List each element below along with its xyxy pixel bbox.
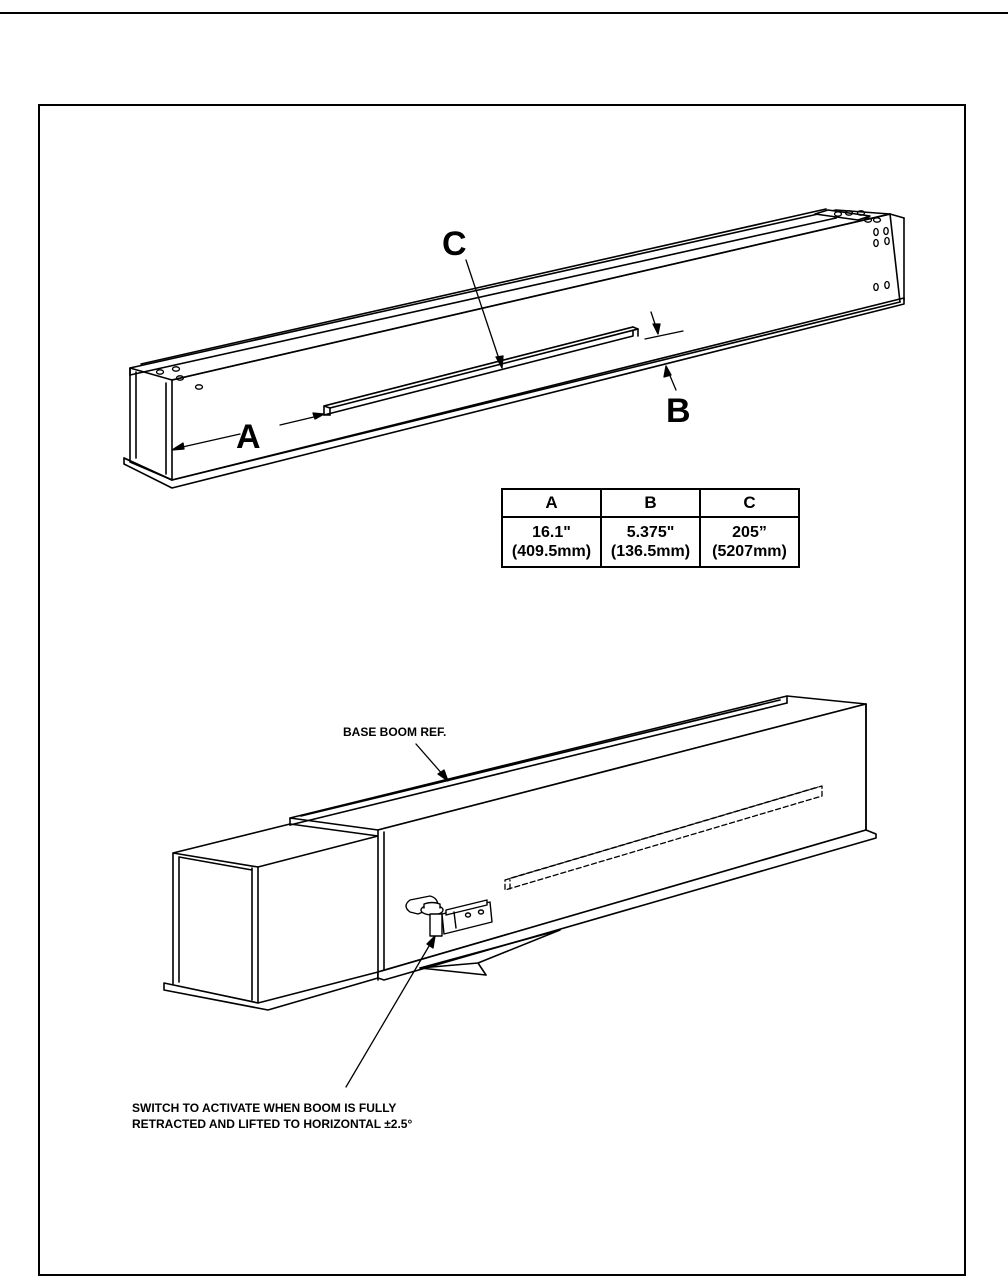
bottom-boom-figure <box>163 695 877 1088</box>
base-boom-ref-callout: BASE BOOM REF. <box>343 725 447 739</box>
inner-boom-section <box>163 823 379 1011</box>
dimension-a-leaders <box>171 412 325 451</box>
dimension-value-b: 5.375" <box>626 524 675 541</box>
dimension-b-leaders <box>644 311 684 391</box>
top-boom-mounting-holes <box>155 210 890 390</box>
dimension-value-c: 205” <box>732 524 767 541</box>
dimension-table-header-row: A B C <box>501 488 800 518</box>
top-boom-bottom-flange <box>123 297 905 489</box>
switch-callout-line2: RETRACTED AND LIFTED TO HORIZONTAL ±2.5° <box>132 1117 413 1131</box>
switch-callout-line1: SWITCH TO ACTIVATE WHEN BOOM IS FULLY <box>132 1101 397 1115</box>
top-boom-figure: A B C <box>123 208 905 489</box>
dimension-value-a: 16.1" <box>532 524 571 541</box>
dimension-header-c: C <box>699 488 800 518</box>
dimension-header-a: A <box>501 488 602 518</box>
limit-switch <box>405 895 493 937</box>
dimension-label-b: B <box>666 392 691 430</box>
page-top-rule <box>0 12 1008 14</box>
dimension-label-a: A <box>236 418 261 456</box>
top-boom-top-plate <box>129 209 891 381</box>
callout-leaders <box>345 743 449 1088</box>
dimension-header-b: B <box>600 488 701 518</box>
switch-callout: SWITCH TO ACTIVATE WHEN BOOM IS FULLY RE… <box>132 1100 412 1132</box>
hidden-wear-pad <box>504 785 823 891</box>
base-boom-outer <box>289 695 877 981</box>
dimension-table-value-row: 16.1" (409.5mm) 5.375" (136.5mm) 205” (5… <box>501 516 800 568</box>
dimension-c-leader <box>465 259 504 369</box>
dimension-cell-c: 205” (5207mm) <box>699 516 800 568</box>
figure-frame <box>38 104 966 1276</box>
dimension-table: A B C 16.1" (409.5mm) 5.375" (136.5mm) 2… <box>501 488 800 568</box>
dimension-metric-a: (409.5mm) <box>511 543 592 560</box>
dimension-label-c: C <box>442 225 467 263</box>
dimension-cell-a: 16.1" (409.5mm) <box>501 516 602 568</box>
dimension-metric-c: (5207mm) <box>712 543 787 560</box>
dimension-metric-b: (136.5mm) <box>610 543 691 560</box>
dimension-cell-b: 5.375" (136.5mm) <box>600 516 701 568</box>
